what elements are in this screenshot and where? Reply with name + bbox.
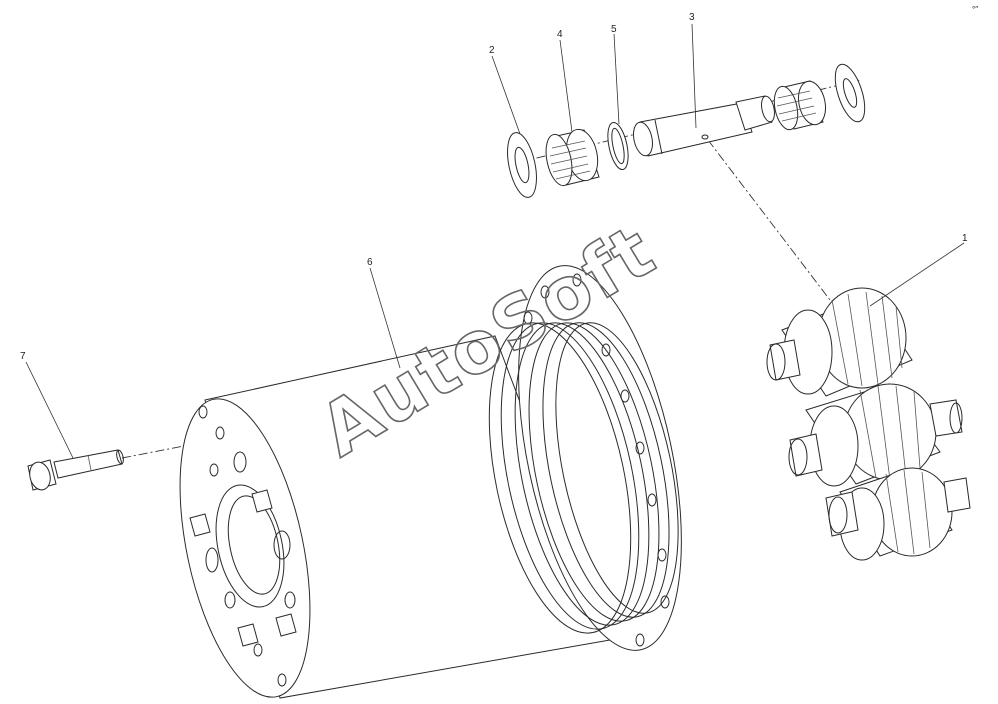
label-part-4: 4	[557, 29, 563, 40]
thrust-washer-left	[507, 132, 537, 198]
snap-ring	[607, 121, 629, 171]
needle-bearing-left	[545, 128, 600, 187]
label-part-3: 3	[689, 12, 695, 23]
label-part-2: 2	[489, 45, 495, 56]
needle-bearing-right	[773, 80, 827, 131]
bolt	[27, 449, 124, 491]
pin-shaft	[633, 95, 775, 157]
label-part-5: 5	[611, 24, 617, 35]
label-part-7: 7	[20, 351, 26, 362]
leader-lines	[25, 23, 965, 459]
ring-gear-housing	[179, 265, 682, 699]
thrust-washer-right	[834, 63, 866, 123]
planet-gears	[766, 287, 971, 561]
part-numbers: 3 4 5 2 1 6 7	[20, 12, 968, 362]
label-part-6: 6	[367, 257, 373, 268]
face-bolts	[189, 489, 297, 647]
label-part-1: 1	[962, 233, 968, 244]
corner-mark: °″	[972, 5, 978, 14]
